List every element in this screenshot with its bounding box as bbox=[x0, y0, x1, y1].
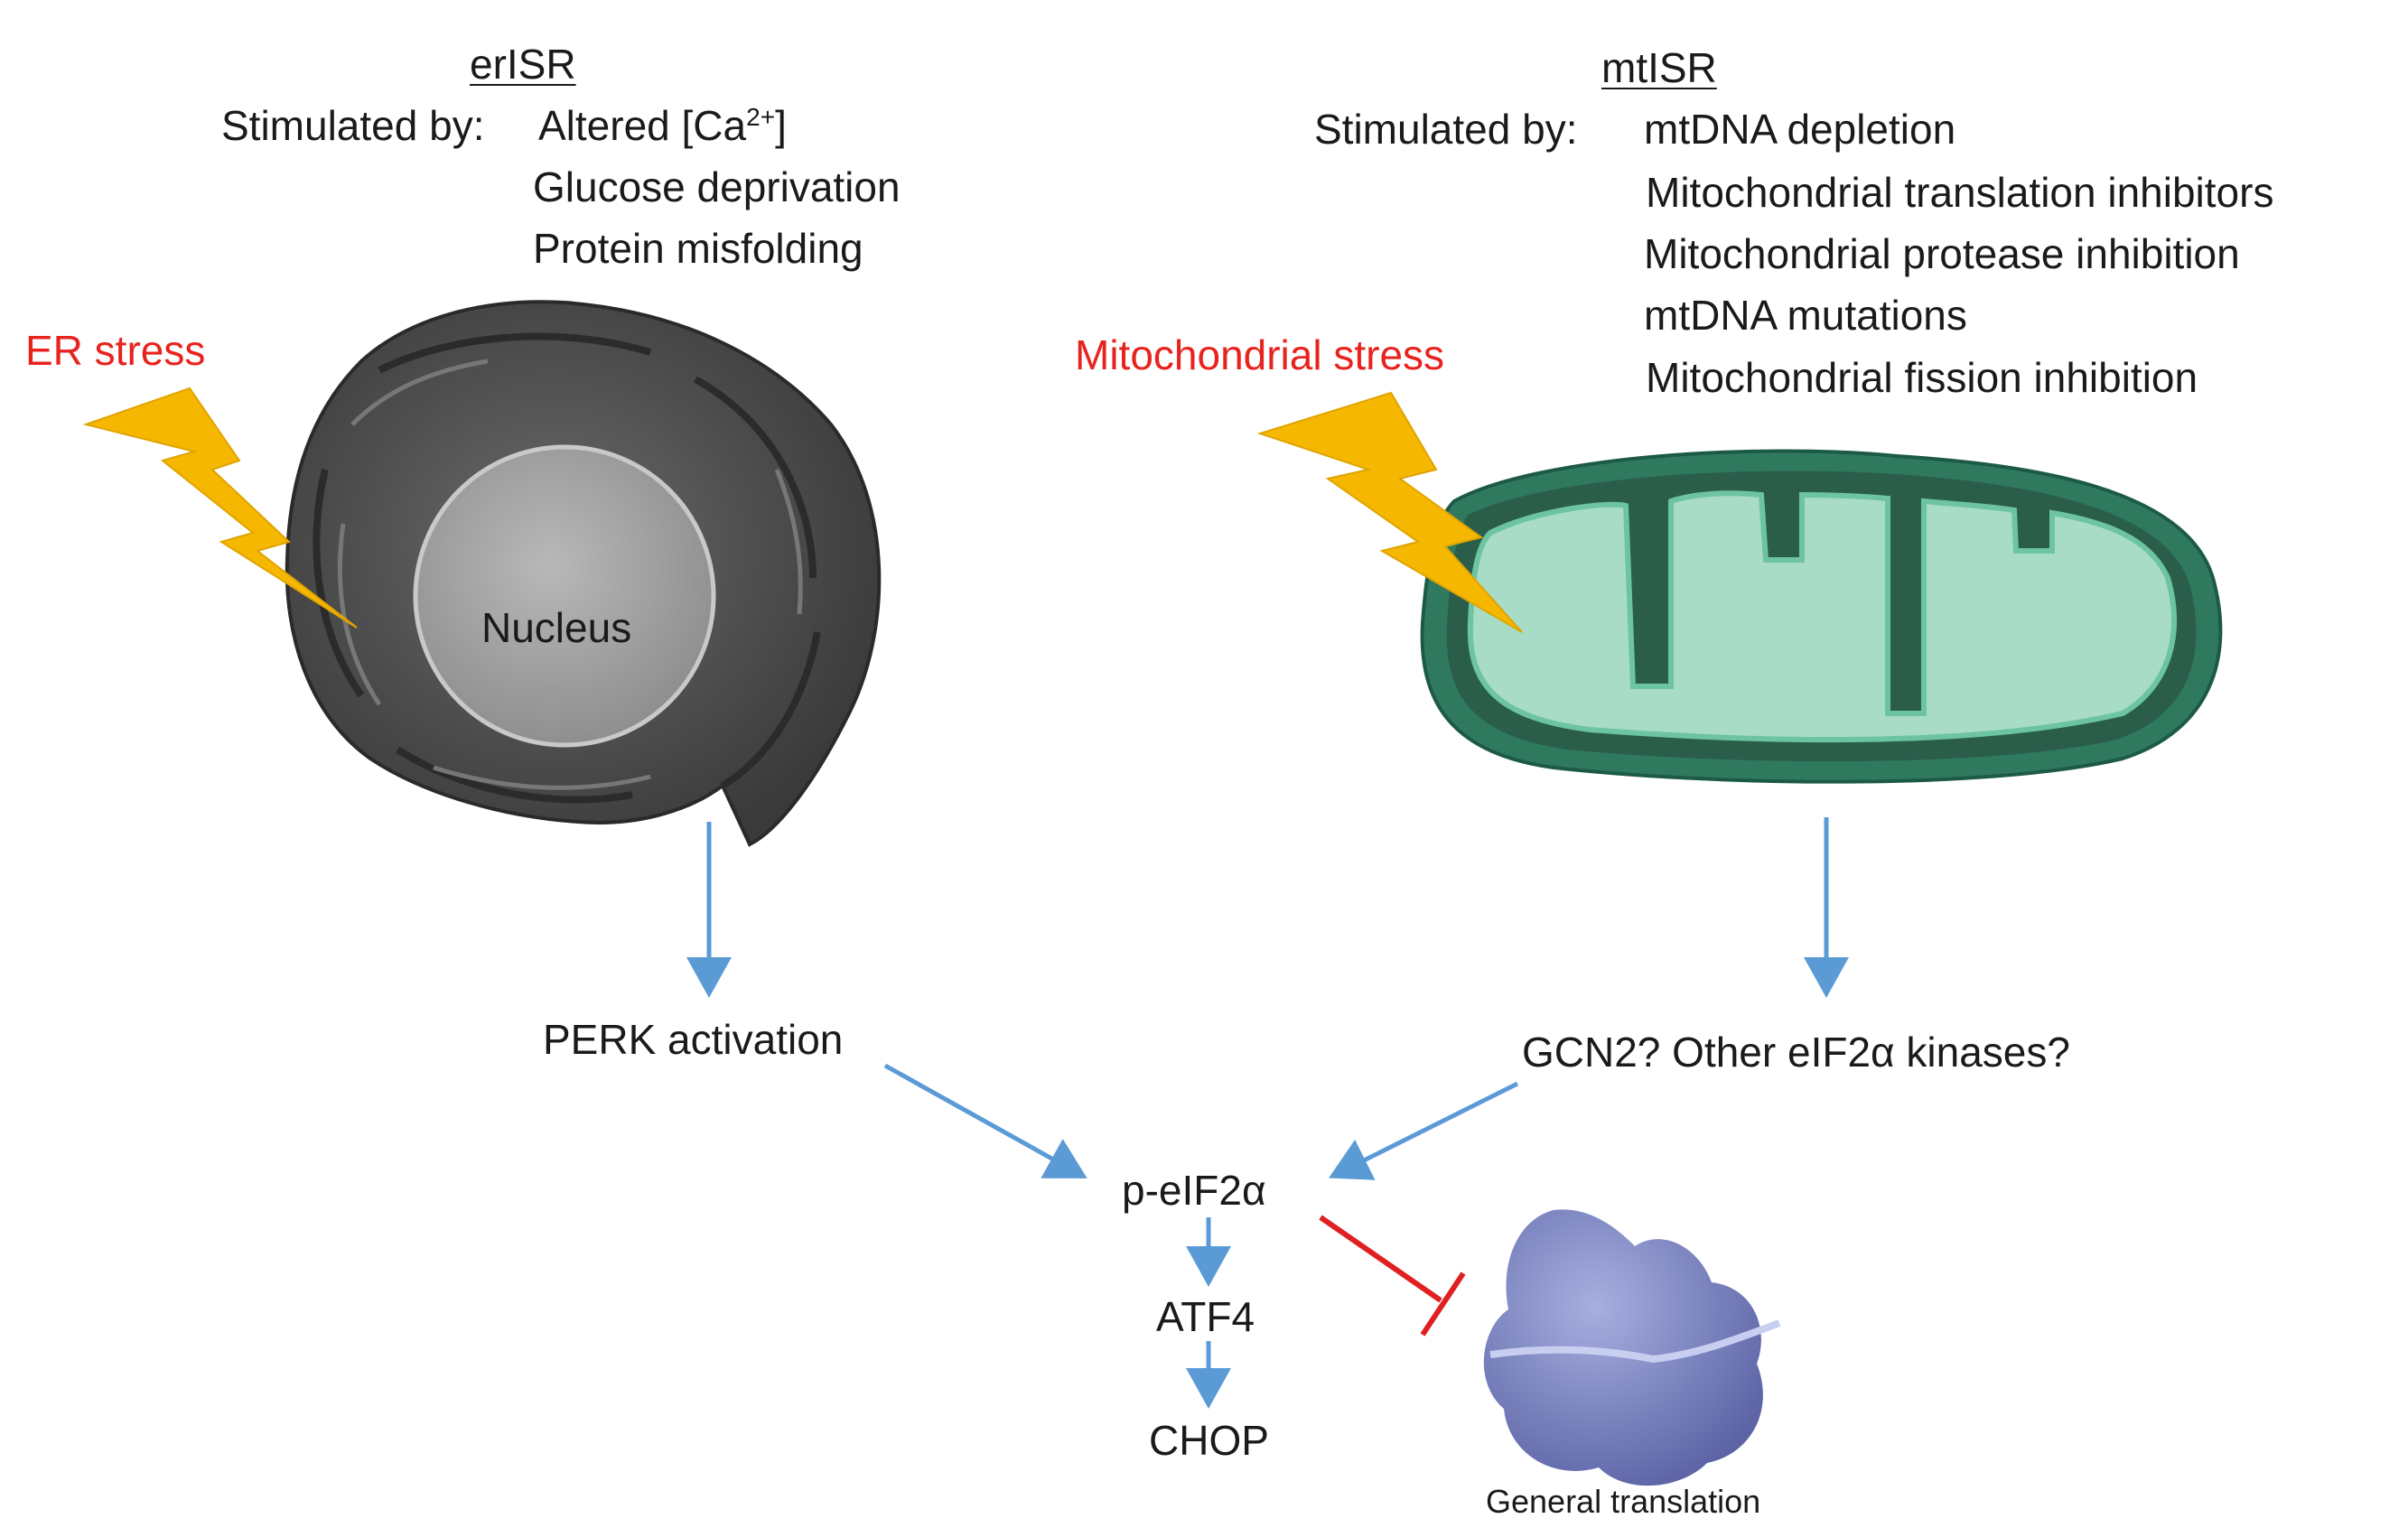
p-eif2a-label: p-eIF2α bbox=[1122, 1167, 1266, 1214]
arrow-gcn2-to-peif2a bbox=[1329, 1081, 1519, 1180]
erisr-stimulus-calcium: Altered [Ca2+] bbox=[538, 102, 787, 149]
inhibition-symbol bbox=[1319, 1215, 1466, 1337]
erisr-stimulated-label: Stimulated by: bbox=[221, 102, 485, 149]
mtisr-title: mtISR bbox=[1601, 44, 1717, 91]
gcn2-label: GCN2? Other eIF2α kinases? bbox=[1522, 1029, 2070, 1076]
er-stress-label: ER stress bbox=[25, 327, 206, 374]
endoplasmic-reticulum-icon bbox=[285, 300, 882, 847]
mitochondrial-stress-label: Mitochondrial stress bbox=[1075, 331, 1445, 378]
erisr-title: erISR bbox=[470, 41, 576, 88]
lightning-icon bbox=[82, 387, 358, 629]
mitochondrion-icon bbox=[1420, 449, 2223, 784]
ribosome-icon bbox=[1483, 1209, 1781, 1486]
mtisr-stimulus-mutations: mtDNA mutations bbox=[1644, 292, 1967, 339]
mtisr-stimulus-depletion: mtDNA depletion bbox=[1644, 106, 1956, 153]
mtisr-stimulus-fission: Mitochondrial fission inhibition bbox=[1646, 354, 2198, 401]
atf4-label: ATF4 bbox=[1156, 1293, 1255, 1340]
calcium-superscript: 2+ bbox=[746, 103, 776, 131]
chop-label: CHOP bbox=[1149, 1417, 1269, 1464]
general-translation-label: General translation bbox=[1486, 1483, 1761, 1520]
erisr-stimulus-glucose: Glucose deprivation bbox=[533, 163, 901, 210]
mtisr-stimulus-protease: Mitochondrial protease inhibition bbox=[1644, 230, 2240, 277]
nucleus-label: Nucleus bbox=[481, 604, 632, 651]
lightning-icon bbox=[1256, 391, 1523, 633]
perk-activation-label: PERK activation bbox=[543, 1016, 844, 1063]
mtisr-stimulus-translation: Mitochondrial translation inhibitors bbox=[1646, 169, 2274, 216]
erisr-stimulus-misfolding: Protein misfolding bbox=[533, 225, 863, 272]
arrow-perk-to-peif2a bbox=[883, 1063, 1087, 1178]
mtisr-stimulated-label: Stimulated by: bbox=[1314, 106, 1578, 153]
